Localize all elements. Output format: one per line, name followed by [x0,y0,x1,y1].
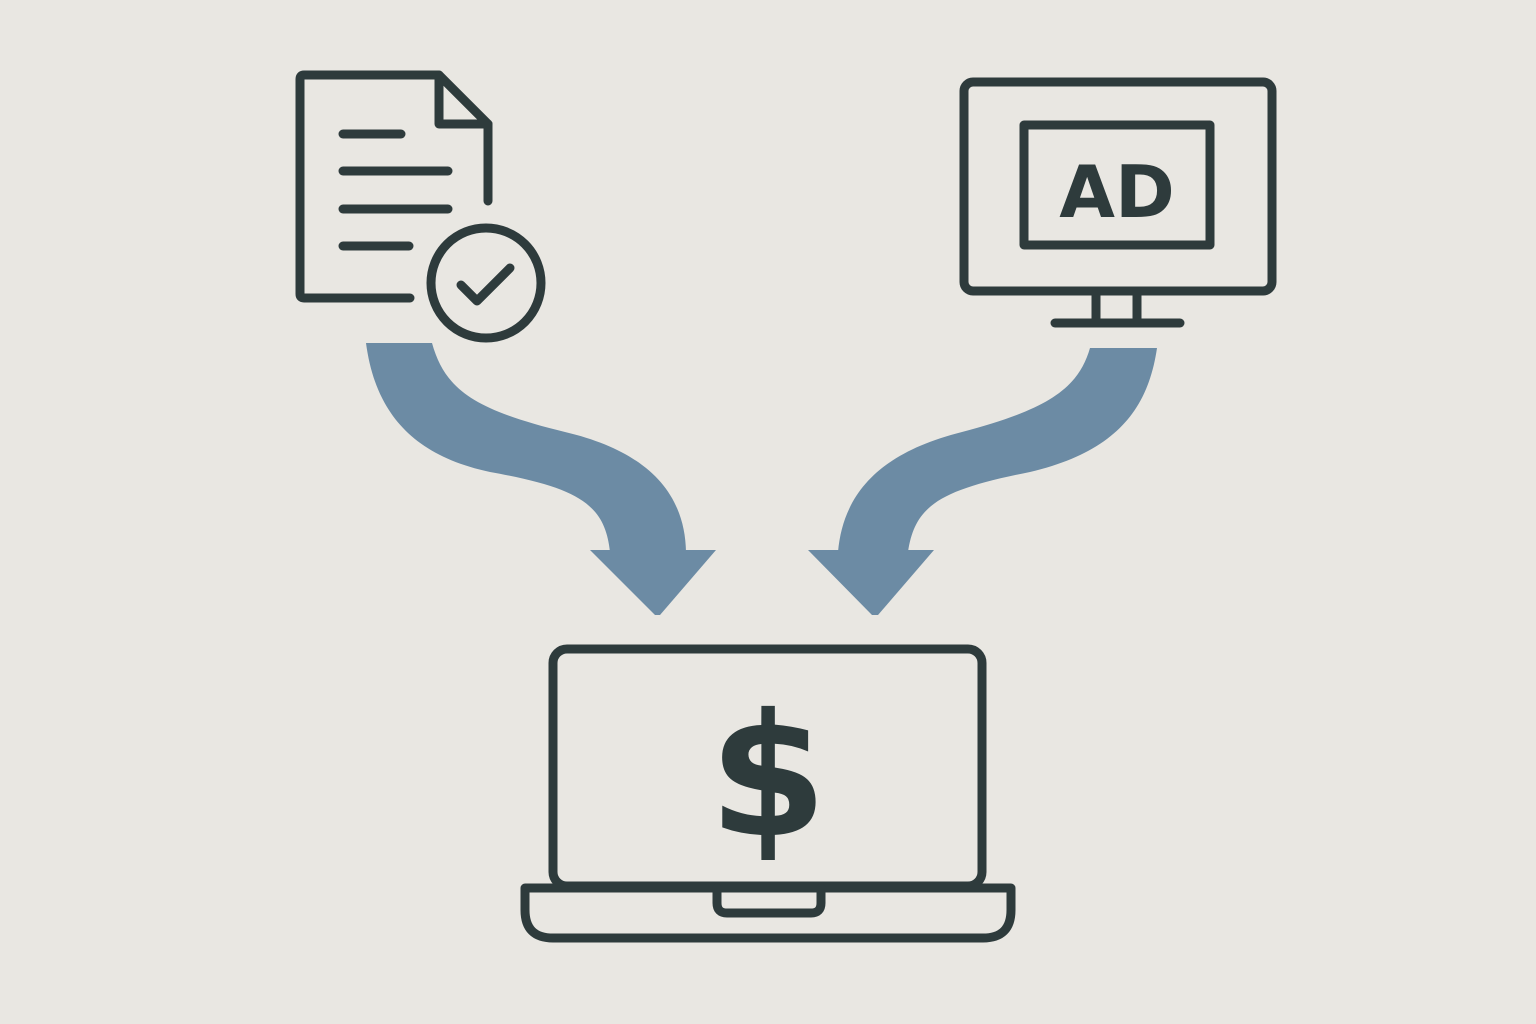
checkmark-icon [456,263,515,306]
arrow-right-head [808,550,934,615]
monitor-screen [959,77,1277,296]
laptop-base [520,883,1016,943]
curved-arrow-left [366,343,716,615]
arrow-left-shaft [366,343,686,552]
ad-label: AD [1059,150,1175,234]
arrow-left-head [590,550,716,615]
ad-frame [1019,120,1215,250]
monitor-ad-icon: AD [959,77,1277,328]
document-check-icon [295,70,546,343]
document-fold [434,70,493,129]
dollar-sign: $ [709,678,827,876]
curved-arrow-right [808,348,1157,615]
checkmark-circle [426,223,546,343]
laptop-dollar-icon: $ [520,644,1016,943]
laptop-notch [712,883,826,918]
document-outline [295,70,493,303]
arrow-right-shaft [838,348,1157,552]
